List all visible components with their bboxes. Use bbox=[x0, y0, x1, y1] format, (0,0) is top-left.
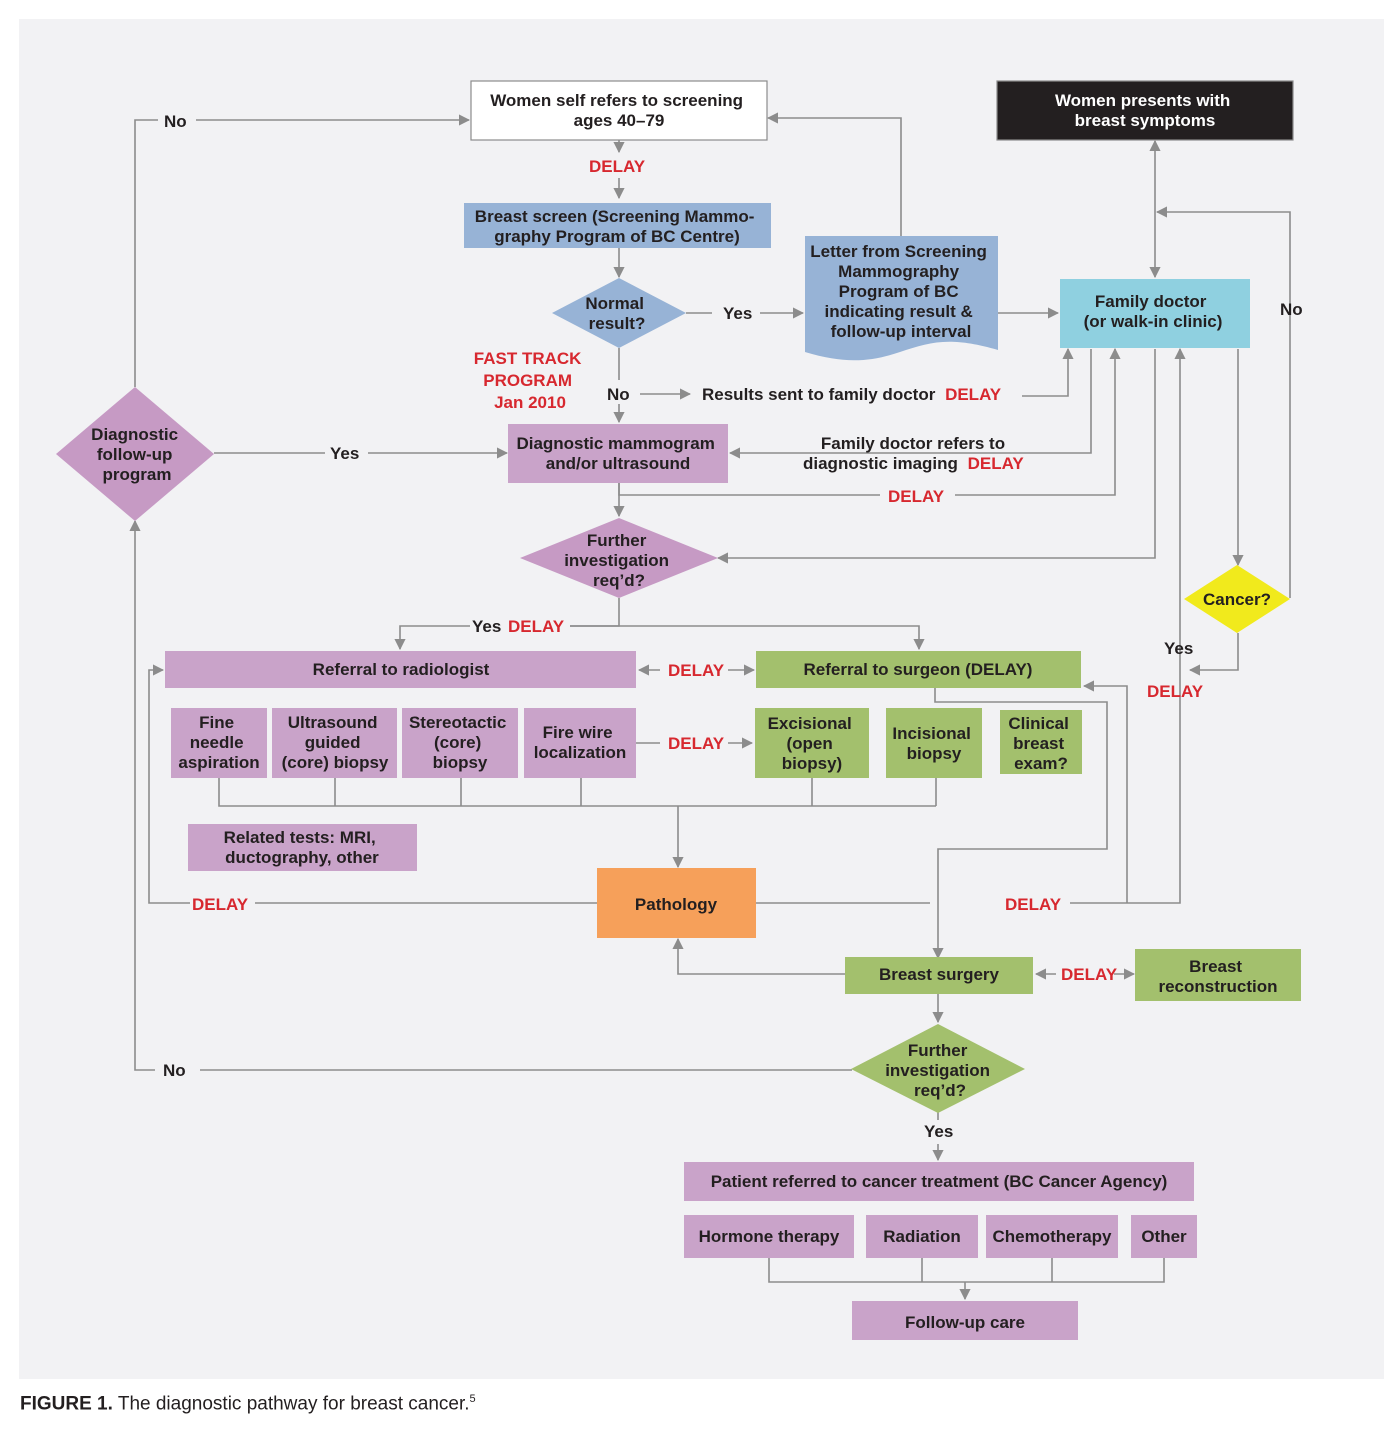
svg-text:Fire wire localization: Fire wire localization bbox=[534, 723, 627, 762]
svg-text:Breast screen (Screening Mammo: Breast screen (Screening Mammo- graphy P… bbox=[475, 207, 759, 246]
node-stereotactic-biopsy: Stereotactic (core) biopsy bbox=[402, 708, 518, 778]
node-breast-screen: Breast screen (Screening Mammo- graphy P… bbox=[464, 203, 771, 248]
node-ultrasound-biopsy: Ultrasound guided (core) biopsy bbox=[272, 708, 397, 778]
svg-text:Other: Other bbox=[1141, 1227, 1187, 1246]
caption-label: FIGURE 1. bbox=[20, 1393, 113, 1415]
svg-text:Family doctor (or walk-i: Family doctor (or walk-in clinic) bbox=[1084, 292, 1223, 331]
svg-text:Referral to radiologist: Referral to radiologist bbox=[313, 660, 490, 679]
node-pathology: Pathology bbox=[597, 868, 756, 938]
node-letter: Letter from Screening Mammography Progra… bbox=[805, 236, 998, 361]
svg-text:Hormone therapy: Hormone therapy bbox=[699, 1227, 840, 1246]
label-delay-cancer: DELAY bbox=[1147, 682, 1204, 701]
figure-caption: FIGURE 1. The diagnostic pathway for bre… bbox=[20, 1393, 476, 1415]
node-family-doctor: Family doctor (or walk-in clinic) bbox=[1060, 279, 1250, 348]
svg-text:Follow-up care: Follow-up care bbox=[905, 1313, 1025, 1332]
svg-text:Breast surgery: Breast surgery bbox=[879, 965, 1000, 984]
node-breast-reconstruction: Breast reconstruction bbox=[1135, 949, 1301, 1001]
node-hormone-therapy: Hormone therapy bbox=[684, 1215, 854, 1258]
node-diagnostic-mammogram: Diagnostic mammogram and/or ultrasound bbox=[508, 424, 728, 483]
label-delay-referrals: DELAY bbox=[668, 661, 725, 680]
svg-text:Cancer?: Cancer? bbox=[1203, 590, 1271, 609]
svg-text:Further investigation: Further investigation req’d? bbox=[564, 531, 674, 590]
svg-text:Excisional (open b: Excisional (open biopsy) bbox=[768, 714, 857, 773]
node-further-investigation-1: Further investigation req’d? bbox=[520, 518, 718, 598]
svg-text:Further investigation: Further investigation req’d? bbox=[885, 1041, 995, 1100]
label-delay-further: DELAY bbox=[508, 617, 565, 636]
caption-reference: 5 bbox=[469, 1393, 476, 1405]
svg-text:Patient referred to cancer tre: Patient referred to cancer treatment (BC… bbox=[711, 1172, 1168, 1191]
label-delay-reconstruction: DELAY bbox=[1061, 965, 1118, 984]
label-no-normal: No bbox=[607, 385, 630, 404]
node-radiation: Radiation bbox=[866, 1215, 978, 1258]
node-excisional-biopsy: Excisional (open biopsy) bbox=[755, 708, 869, 778]
svg-text:Diagnostic mammogram and: Diagnostic mammogram and/or ultrasound bbox=[516, 434, 719, 473]
node-referral-surgeon: Referral to surgeon (DELAY) bbox=[756, 651, 1081, 688]
label-yes-followup: Yes bbox=[330, 444, 359, 463]
fast-track-program-label: FAST TRACK PROGRAM Jan 2010 bbox=[474, 349, 586, 412]
svg-text:Women presents with brea: Women presents with breast symptoms bbox=[1055, 91, 1235, 130]
node-breast-symptoms: Women presents with breast symptoms bbox=[996, 80, 1294, 141]
svg-text:diagnostic imaging DELAY: diagnostic imaging DELAY bbox=[803, 454, 1024, 473]
node-fire-wire-localization: Fire wire localization bbox=[524, 708, 636, 778]
svg-text:Results sent to family doctor: Results sent to family doctor DELAY bbox=[702, 385, 1002, 404]
label-delay-screening: DELAY bbox=[589, 157, 646, 176]
svg-text:Radiation: Radiation bbox=[883, 1227, 960, 1246]
node-fine-needle-aspiration: Fine needle aspiration bbox=[171, 708, 267, 778]
label-no-cancer: No bbox=[1280, 300, 1303, 319]
node-further-investigation-2: Further investigation req’d? bbox=[851, 1024, 1025, 1113]
node-chemotherapy: Chemotherapy bbox=[986, 1215, 1118, 1258]
svg-text:Incisional biopsy: Incisional biopsy bbox=[892, 724, 975, 763]
svg-text:Letter from Screening Ma: Letter from Screening Mammography Progra… bbox=[810, 242, 991, 341]
node-diagnostic-followup-program: Diagnostic follow-up program bbox=[56, 387, 214, 521]
svg-text:Breast reconstruction: Breast reconstruction bbox=[1158, 957, 1277, 996]
results-sent-label: Results sent to family doctor DELAY bbox=[702, 385, 1002, 404]
node-referral-radiologist: Referral to radiologist bbox=[165, 651, 636, 688]
svg-text:Related tests: MRI, duct: Related tests: MRI, ductography, other bbox=[224, 828, 381, 867]
label-delay-pathology-left: DELAY bbox=[192, 895, 249, 914]
svg-text:Women self refers to screening: Women self refers to screening ages 40–7… bbox=[490, 91, 748, 130]
svg-text:Diagnostic follow-up: Diagnostic follow-up program bbox=[91, 425, 183, 484]
svg-text:Clinical breast ex: Clinical breast exam? bbox=[1008, 714, 1073, 773]
connectors bbox=[129, 112, 1291, 1301]
label-no-top: No bbox=[164, 112, 187, 131]
node-related-tests: Related tests: MRI, ductography, other bbox=[188, 824, 417, 871]
svg-text:Chemotherapy: Chemotherapy bbox=[992, 1227, 1112, 1246]
svg-text:Fine needle aspira: Fine needle aspiration bbox=[178, 713, 259, 772]
label-no-bottom: No bbox=[163, 1061, 186, 1080]
node-cancer-decision: Cancer? bbox=[1184, 565, 1290, 633]
node-clinical-breast-exam: Clinical breast exam? bbox=[1000, 710, 1082, 774]
edge-labels: No DELAY Yes No Yes DELAY No Yes DELAY Y… bbox=[163, 112, 1303, 1141]
node-breast-surgery: Breast surgery bbox=[845, 957, 1033, 994]
node-self-refers: Women self refers to screening ages 40–7… bbox=[470, 80, 768, 141]
node-incisional-biopsy: Incisional biopsy bbox=[886, 708, 982, 778]
label-yes-cancer: Yes bbox=[1164, 639, 1193, 658]
label-delay-firewire: DELAY bbox=[668, 734, 725, 753]
svg-text:Ultrasound guided: Ultrasound guided (core) biopsy bbox=[282, 713, 389, 772]
svg-text:Referral to surgeon (DELAY): Referral to surgeon (DELAY) bbox=[804, 660, 1033, 679]
label-yes-treatment: Yes bbox=[924, 1122, 953, 1141]
svg-text:Stereotactic (core): Stereotactic (core) biopsy bbox=[409, 713, 511, 772]
node-normal-result: Normal result? bbox=[552, 278, 686, 348]
node-other-treatment: Other bbox=[1131, 1215, 1197, 1258]
svg-text:Pathology: Pathology bbox=[635, 895, 718, 914]
node-followup-care: Follow-up care bbox=[852, 1301, 1078, 1340]
caption-text: The diagnostic pathway for breast cancer… bbox=[112, 1393, 470, 1415]
svg-text:Normal result?: Normal result? bbox=[585, 294, 648, 333]
svg-text:FAST TRACK PROGRAM: FAST TRACK PROGRAM Jan 2010 bbox=[474, 349, 586, 412]
label-yes-normal: Yes bbox=[723, 304, 752, 323]
label-delay-pathology-right: DELAY bbox=[1005, 895, 1062, 914]
svg-text:Family doctor refers to: Family doctor refers to bbox=[821, 434, 1005, 453]
node-cancer-treatment: Patient referred to cancer treatment (BC… bbox=[684, 1162, 1194, 1201]
label-yes-further: Yes bbox=[472, 617, 501, 636]
label-delay-mammo: DELAY bbox=[888, 487, 945, 506]
breast-cancer-pathway-diagram: Women self refers to screening ages 40–7… bbox=[19, 19, 1384, 1379]
family-doctor-refers-label: Family doctor refers to diagnostic imagi… bbox=[803, 434, 1024, 473]
